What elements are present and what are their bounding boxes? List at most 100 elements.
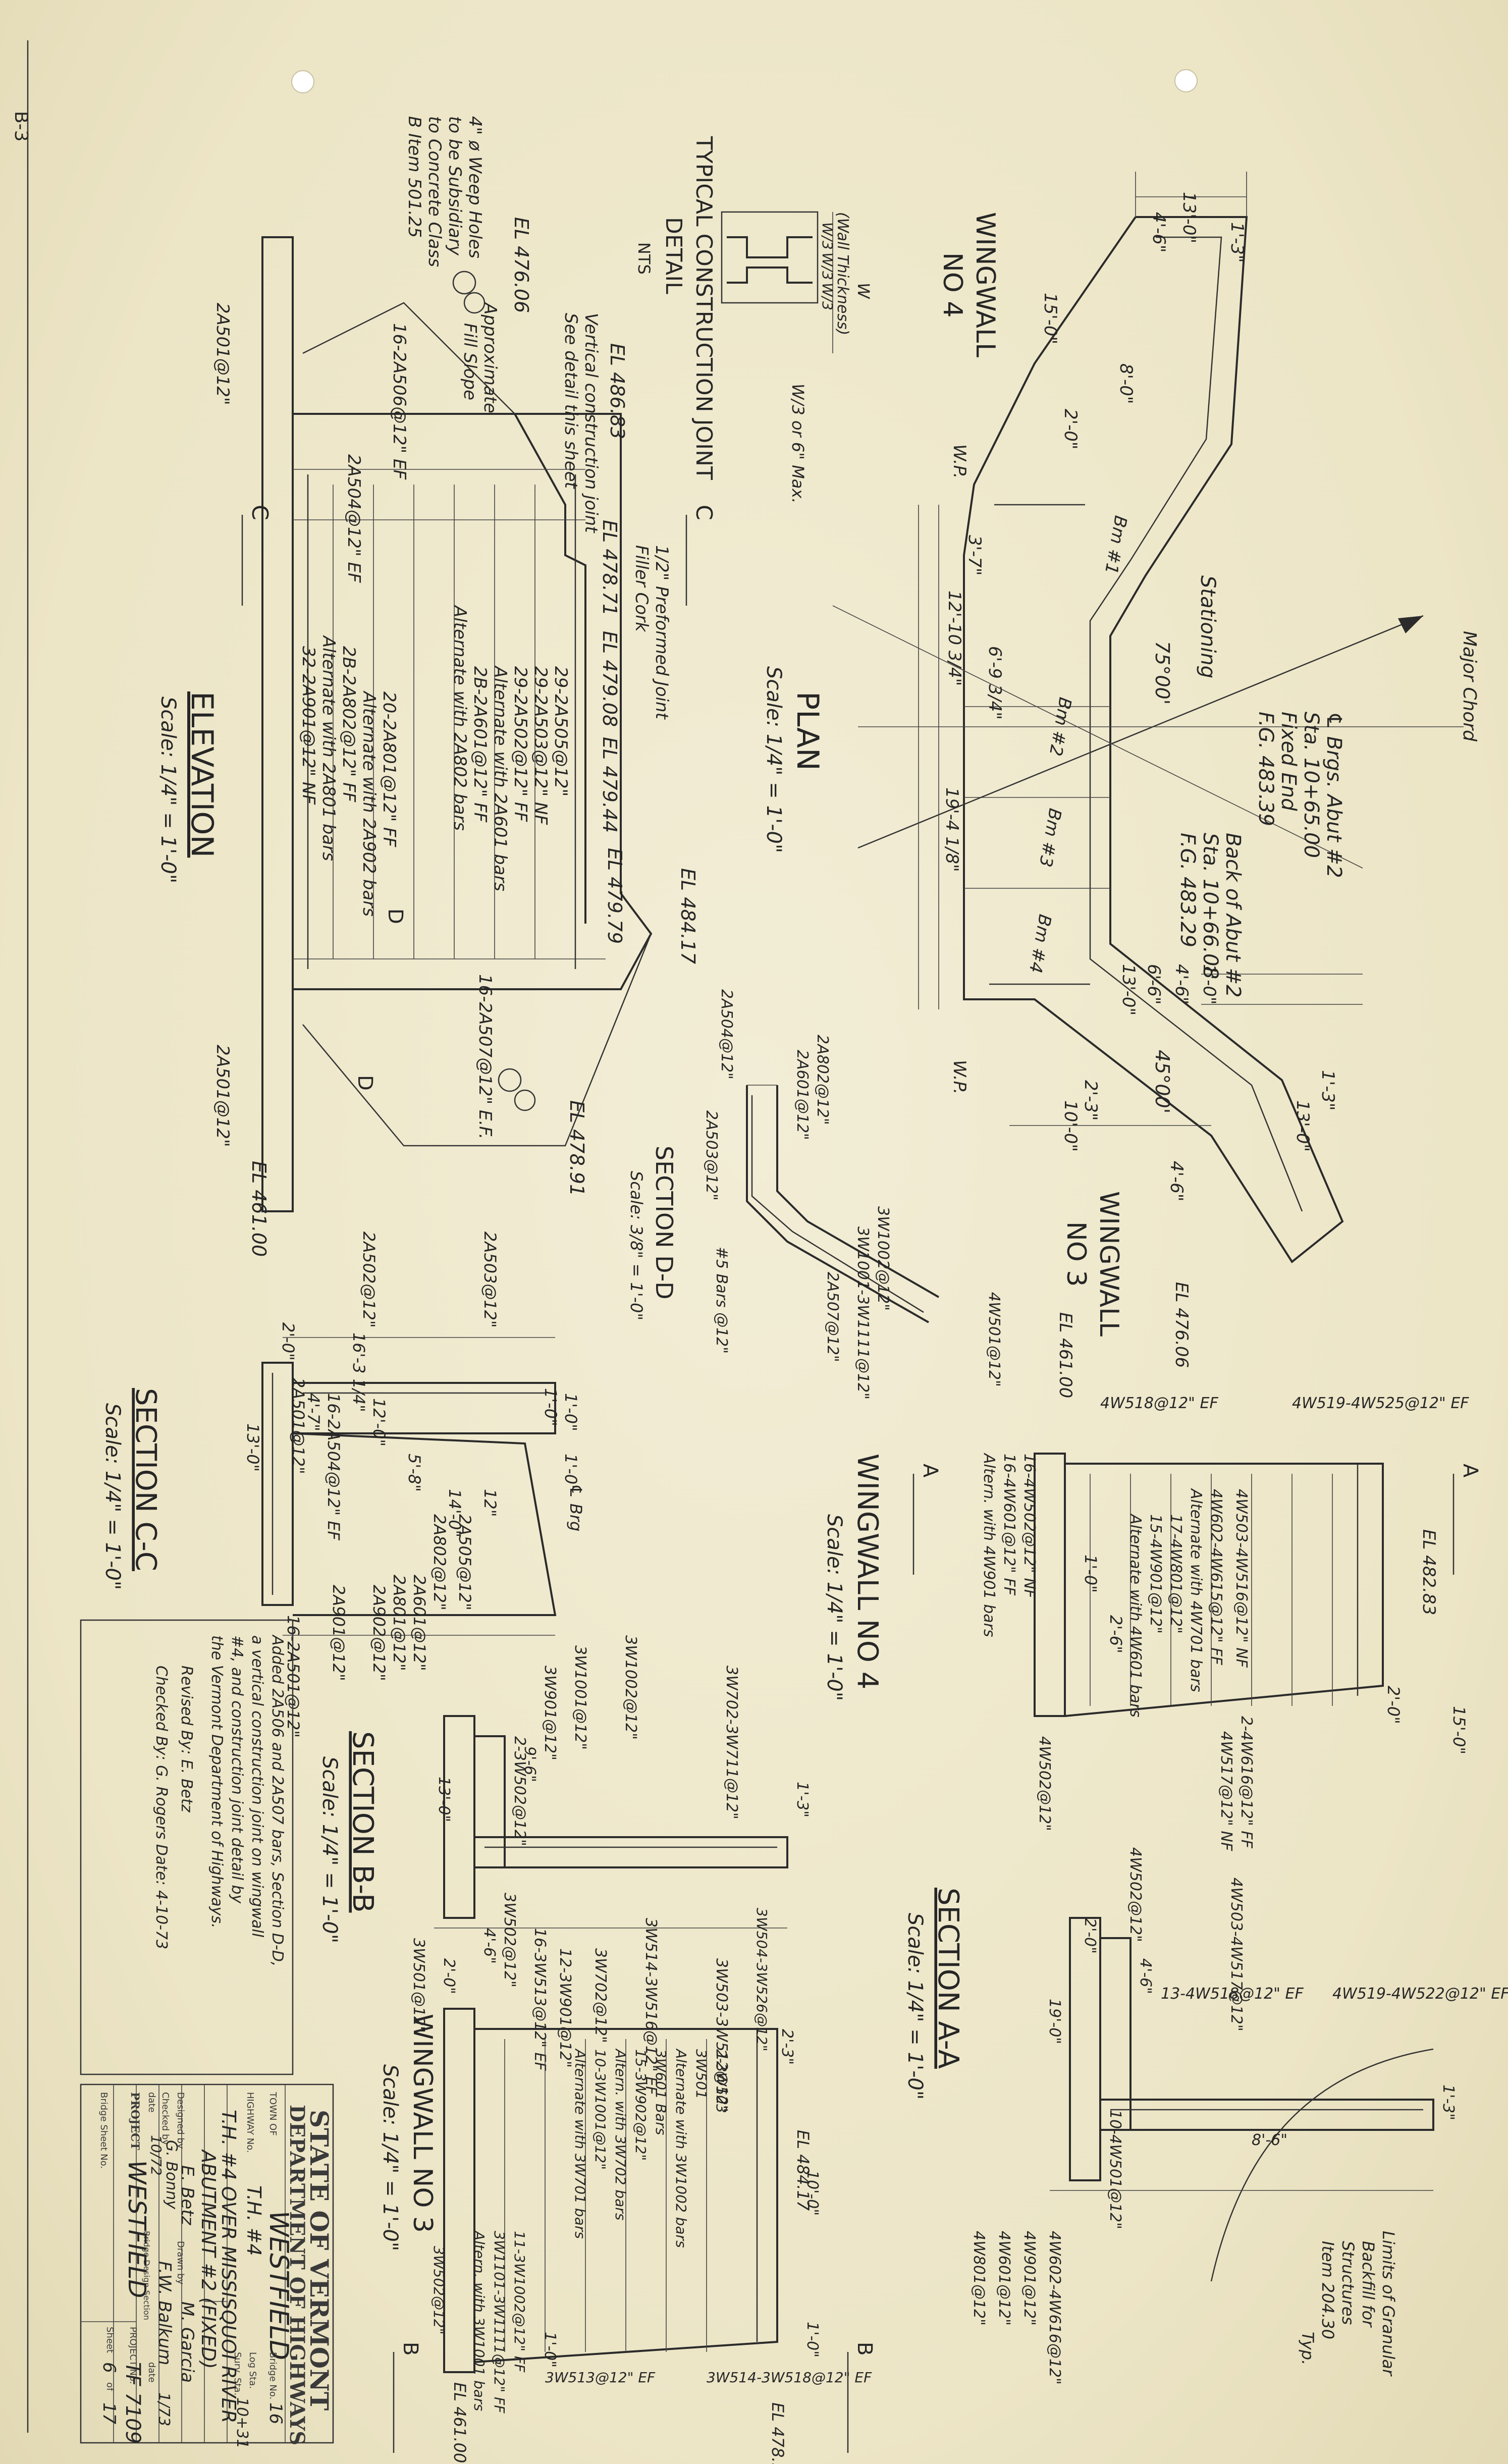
svg-text:NO 4: NO 4 (937, 252, 967, 317)
svg-text:11-3W1002@12" FF: 11-3W1002@12" FF (511, 2231, 528, 2373)
svg-text:2'-3": 2'-3" (778, 2029, 796, 2065)
svg-text:12'-10 3/4": 12'-10 3/4" (944, 591, 964, 686)
svg-text:4W602-4W615@12" FF: 4W602-4W615@12" FF (1207, 1489, 1225, 1666)
svg-text:16'-3 1/4": 16'-3 1/4" (349, 1332, 368, 1412)
svg-text:EL 476.06: EL 476.06 (1171, 1282, 1192, 1368)
svg-text:3W501: 3W501 (693, 2049, 710, 2099)
svg-text:F.G. 483.39: F.G. 483.39 (1254, 712, 1277, 826)
svg-text:15'-0": 15'-0" (1040, 293, 1060, 344)
svg-text:16-4W502@12" NF: 16-4W502@12" NF (1020, 1454, 1038, 1598)
svg-text:14'-0": 14'-0" (445, 1489, 464, 1537)
svg-text:B: B (399, 2342, 422, 2355)
svg-text:1/2" Preformed Joint: 1/2" Preformed Joint (652, 545, 672, 720)
svg-text:3W513@12" EF: 3W513@12" EF (545, 2369, 656, 2386)
svg-text:4" ø Weep Holes: 4" ø Weep Holes (465, 116, 485, 258)
svg-text:12'-0": 12'-0" (369, 1398, 389, 1447)
svg-text:3W503-3W512@12": 3W503-3W512@12" (713, 1958, 730, 2112)
svg-text:3W514-3W516@12" EF: 3W514-3W516@12" EF (642, 1918, 660, 2095)
svg-text:PROJECT: PROJECT (128, 2092, 141, 2151)
svg-text:Scale: 1/4" = 1'-0": Scale: 1/4" = 1'-0" (101, 1403, 124, 1590)
svg-text:Alternate with 3W1002 bars: Alternate with 3W1002 bars (673, 2048, 689, 2248)
svg-text:3W702@12": 3W702@12" (591, 1948, 609, 2043)
svg-text:1'-0": 1'-0" (541, 1388, 560, 1426)
svg-text:Scale: 1/4" = 1'-0": Scale: 1/4" = 1'-0" (823, 1514, 846, 1701)
svg-text:1'-0": 1'-0" (803, 2322, 821, 2358)
svg-text:Scale: 3/8" = 1'-0": Scale: 3/8" = 1'-0" (627, 1171, 646, 1320)
svg-text:Vertical construction joint: Vertical construction joint (581, 313, 601, 533)
svg-text:W.P.: W.P. (949, 444, 970, 478)
title-block-sheet: 6 (99, 2362, 119, 2373)
svg-text:4'-6": 4'-6" (1137, 1958, 1154, 1994)
svg-text:C: C (691, 505, 717, 520)
svg-text:29-2A502@12" FF: 29-2A502@12" FF (510, 666, 530, 822)
svg-text:2A902@12": 2A902@12" (369, 1585, 389, 1681)
construction-joint-detail: W (Wall Thickness) W/3 W/3 W/3 W/3 or 6"… (634, 136, 873, 503)
svg-text:EL 461.00: EL 461.00 (1055, 1312, 1075, 1398)
svg-text:Altern. with 3W1001 bars: Altern. with 3W1001 bars (471, 2230, 488, 2411)
svg-text:2'-3": 2'-3" (1081, 1080, 1101, 1121)
svg-text:PROJECT No.: PROJECT No. (128, 2327, 138, 2384)
svg-text:10-4W501@12": 10-4W501@12" (1106, 2110, 1124, 2229)
svg-text:D: D (384, 908, 407, 924)
svg-text:Checked By: G. Rogers Date:: Checked By: G. Rogers Date: 4-10-73 (152, 1666, 170, 1949)
svg-text:3W504-3W526@12": 3W504-3W526@12" (753, 1908, 770, 2052)
svg-text:#4, and construction joint det: #4, and construction joint detail by (228, 1635, 246, 1904)
svg-text:Scale: 1/4" = 1'-0": Scale: 1/4" = 1'-0" (762, 666, 785, 853)
svg-text:Major Chord: Major Chord (1459, 631, 1480, 742)
svg-text:C: C (247, 505, 273, 520)
svg-text:6'-9 3/4": 6'-9 3/4" (985, 646, 1005, 720)
svg-text:2A802@12": 2A802@12" (814, 1035, 831, 1125)
svg-text:2A501@12": 2A501@12" (212, 1045, 233, 1147)
svg-text:EL 482.83: EL 482.83 (1419, 1529, 1439, 1615)
svg-text:Alternate with 2A601 bars: Alternate with 2A601 bars (490, 665, 510, 891)
svg-text:2B-2A601@12" FF: 2B-2A601@12" FF (470, 666, 490, 823)
svg-text:3W502@12": 3W502@12" (430, 2246, 447, 2334)
svg-text:ELEVATION: ELEVATION (184, 691, 220, 858)
svg-text:3W1001-3W1111@12": 3W1001-3W1111@12" (854, 1226, 872, 1400)
section-cc: 2'-0" 16'-3 1/4" 4'-7" 1'-0" 12'-0" 5'-8… (101, 1231, 585, 1738)
svg-text:1'-0": 1'-0" (561, 1393, 580, 1431)
svg-text:NTS: NTS (634, 242, 654, 275)
svg-text:2-3W503: 2-3W503 (713, 2049, 730, 2113)
svg-text:1'-3": 1'-3" (1318, 1070, 1338, 1111)
svg-text:3W901@12": 3W901@12" (541, 1666, 559, 1760)
svg-text:T.H. #4: T.H. #4 (243, 2185, 265, 2256)
svg-text:4W901@12": 4W901@12" (1020, 2231, 1038, 2326)
svg-text:Limits of Granular: Limits of Granular (1379, 2231, 1398, 2377)
svg-text:of: of (104, 2382, 115, 2391)
svg-text:Alternate with 2A802 bars: Alternate with 2A802 bars (450, 605, 470, 831)
svg-text:2A502@12": 2A502@12" (359, 1231, 379, 1328)
svg-text:TYPICAL CONSTRUCTION JOINT: TYPICAL CONSTRUCTION JOINT (691, 136, 717, 480)
svg-text:to Concrete Class: to Concrete Class (424, 116, 445, 267)
svg-text:75°00': 75°00' (1151, 641, 1173, 705)
svg-text:2'-6": 2'-6" (1106, 1615, 1125, 1653)
svg-text:4W502@12": 4W502@12" (1126, 1847, 1144, 1942)
svg-text:17: 17 (99, 2402, 119, 2425)
punch-hole-left (291, 70, 314, 93)
svg-text:A: A (1459, 1464, 1482, 1478)
svg-text:Sheet: Sheet (104, 2327, 115, 2353)
svg-text:Scale: 1/4" = 1'-0": Scale: 1/4" = 1'-0" (903, 1913, 927, 2100)
svg-text:NO 3: NO 3 (1061, 1221, 1091, 1287)
svg-text:3W1001@12": 3W1001@12" (571, 1645, 589, 1750)
svg-text:13-4W518@12" EF: 13-4W518@12" EF (1161, 1985, 1304, 2003)
svg-text:3W502@12": 3W502@12" (501, 1893, 518, 1988)
svg-text:Scale: 1/4" = 1'-0": Scale: 1/4" = 1'-0" (156, 697, 180, 883)
svg-text:EL 478.71: EL 478.71 (599, 520, 621, 616)
svg-text:Stationing: Stationing (1196, 575, 1219, 678)
svg-text:19'-4 1/8": 19'-4 1/8" (942, 787, 962, 872)
svg-text:date: date (146, 2362, 157, 2383)
svg-text:4W519-4W525@12" EF: 4W519-4W525@12" EF (1292, 1395, 1469, 1412)
svg-text:EL 479.08: EL 479.08 (599, 631, 621, 727)
svg-text:EL 461.00: EL 461.00 (450, 2382, 469, 2463)
svg-text:a vertical construction joint: a vertical construction joint on wingwal… (248, 1635, 266, 1938)
svg-text:F.W. Balkum: F.W. Balkum (154, 2261, 175, 2365)
svg-text:EL 479.79: EL 479.79 (604, 848, 626, 944)
svg-text:2B-2A802@12" FF: 2B-2A802@12" FF (339, 646, 359, 802)
svg-text:10-3W1001@12": 10-3W1001@12" (592, 2049, 609, 2170)
svg-text:the Vermont Department of High: the Vermont Department of Highways. (208, 1635, 226, 1929)
svg-text:Added 2A506 and 2A507 bars, Se: Added 2A506 and 2A507 bars, Section D-D, (268, 1634, 286, 1966)
svg-text:WINGWALL NO 4: WINGWALL NO 4 (851, 1454, 884, 1689)
svg-text:PLAN: PLAN (790, 691, 825, 771)
